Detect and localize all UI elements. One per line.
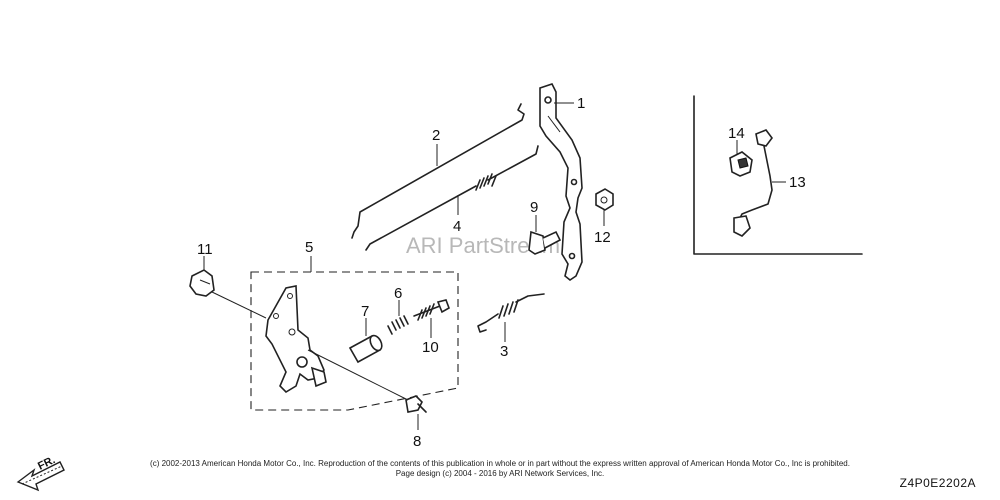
- copyright-line-1: (c) 2002-2013 American Honda Motor Co., …: [150, 459, 850, 468]
- part-2-control-rod[interactable]: [351, 103, 525, 239]
- callout-8[interactable]: 8: [413, 433, 421, 450]
- callout-4[interactable]: 4: [453, 218, 461, 235]
- assembly-5-frame: [250, 271, 459, 411]
- part-9-pin[interactable]: [528, 230, 562, 255]
- callout-14[interactable]: 14: [728, 125, 745, 142]
- part-11-clip[interactable]: [189, 269, 215, 297]
- diagram-code: Z4P0E2202A: [899, 476, 976, 490]
- part-12-nut[interactable]: [595, 188, 614, 211]
- assembly-line-8: [307, 349, 409, 401]
- callout-13[interactable]: 13: [789, 174, 806, 191]
- callout-11[interactable]: 11: [197, 241, 213, 258]
- assembly-line-11: [211, 291, 267, 319]
- callout-2[interactable]: 2: [432, 127, 440, 144]
- part-4-spring-rod[interactable]: [365, 145, 539, 251]
- callout-12[interactable]: 12: [594, 229, 611, 246]
- part-14-clamp[interactable]: [729, 151, 753, 177]
- part-3-return-spring[interactable]: [477, 293, 545, 333]
- part-8-flange-bolt[interactable]: [405, 395, 427, 413]
- part-13-wire[interactable]: [733, 129, 773, 237]
- copyright-line-2: Page design (c) 2004 - 2016 by ARI Netwo…: [395, 469, 605, 478]
- part-5-lever-assembly[interactable]: [265, 285, 327, 394]
- callout-9[interactable]: 9: [530, 199, 538, 216]
- inset-frame: [693, 95, 863, 255]
- part-1-control-bracket[interactable]: [539, 83, 583, 281]
- callout-5[interactable]: 5: [305, 239, 313, 256]
- callout-10[interactable]: 10: [422, 339, 439, 356]
- part-10-bolt[interactable]: [413, 299, 450, 321]
- callout-3[interactable]: 3: [500, 343, 508, 360]
- callout-1[interactable]: 1: [577, 95, 585, 112]
- part-7-collar[interactable]: [348, 334, 384, 364]
- callout-7[interactable]: 7: [361, 303, 369, 320]
- part-6-small-spring[interactable]: [387, 315, 409, 335]
- front-arrow-icon: [16, 461, 65, 492]
- callout-6[interactable]: 6: [394, 285, 402, 302]
